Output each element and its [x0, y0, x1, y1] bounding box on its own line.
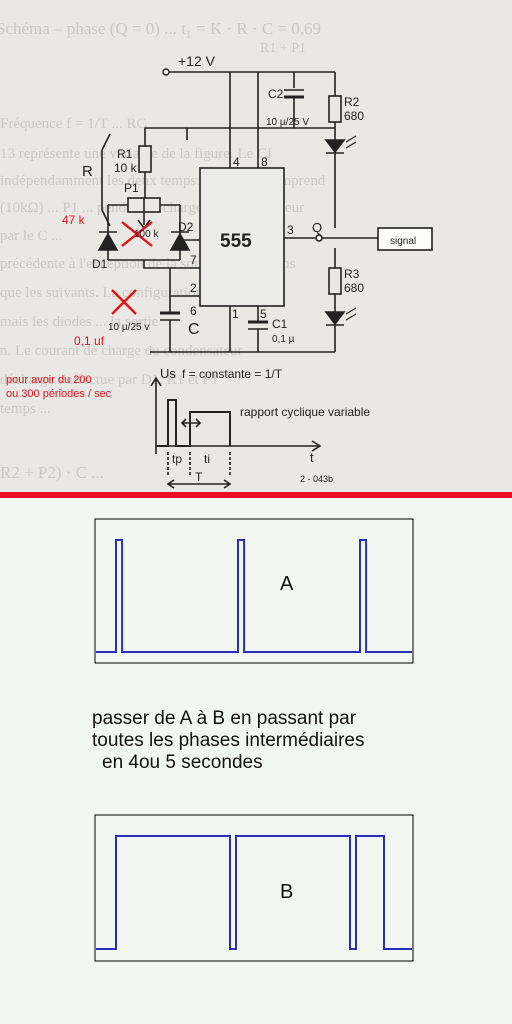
p1-name: P1	[124, 181, 139, 195]
bg-line-11: décharge s'effectue par D1, R1 et P1	[0, 372, 218, 388]
formula: f = constante = 1/T	[182, 367, 283, 381]
bg-line-2: Fréquence f = 1/T ... RC	[0, 116, 147, 132]
d2-name: D2	[178, 220, 194, 234]
red-annotations: 47 k 0,1 uf pour avoir du 200 ou 300 pér…	[6, 213, 112, 400]
bg-line-6: par le C ...	[0, 228, 62, 244]
pin-8: 8	[261, 155, 268, 169]
red-crosses	[111, 221, 153, 315]
waveform-b-trace	[96, 835, 412, 950]
cross-c	[111, 289, 137, 315]
ref-label: 2 - 043b	[300, 474, 333, 484]
q-label: Q	[312, 220, 322, 235]
c2-value: 10 µ/25 V	[266, 117, 309, 128]
waveform-b-frame	[94, 814, 414, 962]
duty-label: rapport cyclique variable	[240, 405, 370, 419]
r1-name: R1	[117, 147, 133, 161]
annotation-resistor: 47 k	[62, 213, 86, 227]
pin-6: 6	[190, 304, 197, 318]
pin-5: 5	[260, 307, 267, 321]
ic-label: 555	[220, 231, 252, 252]
annotation-periods-1: pour avoir du 200	[6, 374, 92, 386]
circuit-wires	[97, 71, 433, 489]
pin-7: 7	[190, 253, 197, 267]
pin-2: 2	[190, 281, 197, 295]
schematic-labels: +12 V C2 10 µ/25 V R2 680 R1 10 k P1 100…	[82, 53, 416, 484]
r-group-label: R	[82, 163, 93, 180]
r1-value: 10 k	[114, 161, 138, 175]
output-box-label: signal	[390, 236, 416, 247]
waveform-a-panel: A	[94, 518, 414, 664]
bg-line-10: n. Le courant de charge du condensateur	[0, 343, 243, 359]
bg-line-12: temps ...	[0, 401, 51, 417]
caption-line-2: toutes les phases intermédiaires	[92, 730, 365, 751]
schematic-scan: Schéma – phase (Q = 0) ... t₁ = K · R · …	[0, 0, 512, 492]
r3-name: R3	[344, 267, 360, 281]
annotation-capacitor: 0,1 uf	[74, 334, 105, 348]
bg-line-3: 13 représente une variante de la figure.…	[0, 146, 272, 162]
c1-name: C1	[272, 317, 288, 331]
period-label: T	[195, 470, 203, 484]
pin-1: 1	[232, 307, 239, 321]
r3-value: 680	[344, 281, 364, 295]
red-divider	[0, 492, 512, 498]
schematic-svg: Schéma – phase (Q = 0) ... t₁ = K · R · …	[0, 19, 433, 489]
tp-label: tp	[172, 452, 182, 466]
supply-node	[162, 68, 170, 76]
cross-p1	[121, 221, 153, 247]
annotation-periods-2: ou 300 périodes / sec	[6, 388, 112, 400]
c2-name: C2	[268, 87, 284, 101]
us-label: Us	[160, 366, 176, 381]
pin-4: 4	[233, 155, 240, 169]
r2-value: 680	[344, 109, 364, 123]
ti-label: ti	[204, 452, 210, 466]
supply-label: +12 V	[178, 53, 216, 69]
caption-line-1: passer de A à B en passant par	[92, 708, 357, 729]
bg-line-1: R1 + P1	[260, 41, 306, 56]
p1-value: 100 k	[134, 229, 159, 240]
t-axis-label: t	[310, 450, 314, 465]
bg-line-8: que les suivants. La configuration est	[0, 285, 224, 301]
c-value: 10 µ/25 v	[108, 322, 149, 333]
bg-line-0: Schéma – phase (Q = 0) ... t₁ = K · R · …	[0, 19, 321, 38]
bg-line-13: R2 + P2) · C ...	[0, 463, 104, 482]
waveform-a-trace	[96, 539, 412, 653]
c1-value: 0,1 µ	[272, 334, 295, 345]
caption-line-3: en 4ou 5 secondes	[102, 752, 263, 773]
bg-line-9: mais les diodes ... la sortie	[0, 314, 159, 330]
waveform-b-panel: B	[94, 814, 414, 962]
pin-3: 3	[287, 223, 294, 237]
waveform-b-label: B	[280, 881, 293, 903]
caption: passer de A à B en passant par toutes le…	[92, 708, 452, 774]
waveform-a-label: A	[280, 573, 294, 595]
led-arrows	[345, 135, 357, 321]
d1-name: D1	[92, 257, 108, 271]
c-name: C	[188, 321, 200, 338]
r2-name: R2	[344, 95, 360, 109]
